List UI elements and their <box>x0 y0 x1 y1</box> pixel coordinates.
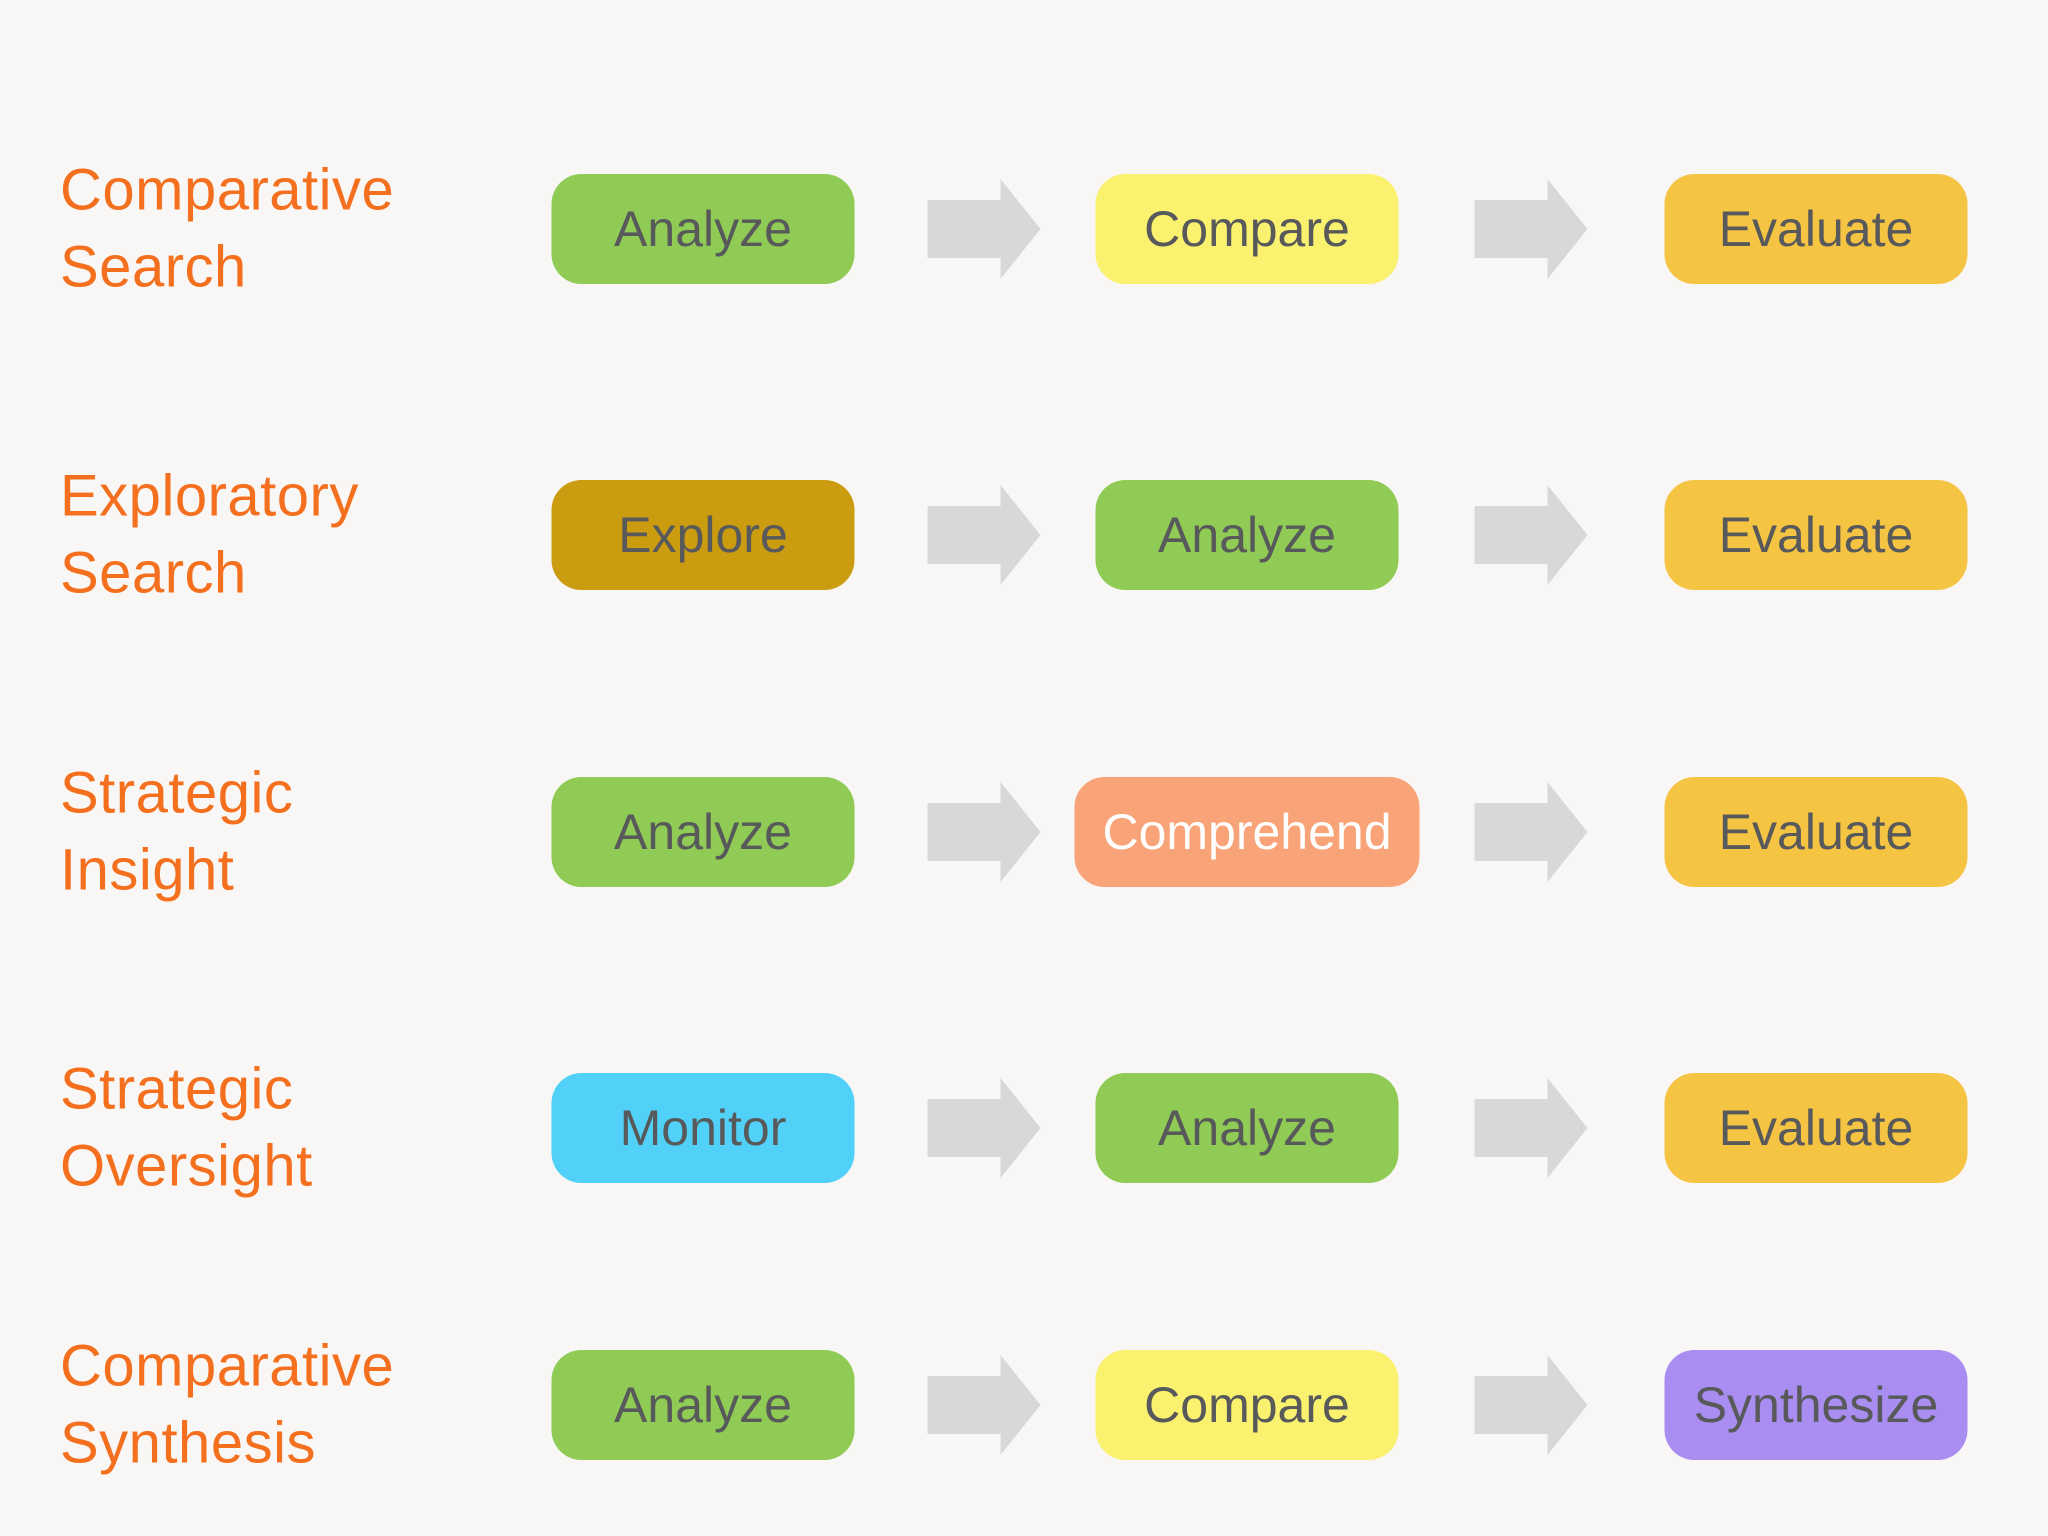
row-label: Exploratory Search <box>60 463 359 605</box>
step-box: Compare <box>1095 174 1399 284</box>
row-label: Strategic Insight <box>60 760 294 902</box>
workflow-row: Comparative Synthesis Analyze Compare Sy… <box>0 1333 2048 1475</box>
step-box: Evaluate <box>1664 480 1968 590</box>
row-label: Comparative Search <box>60 157 395 299</box>
workflow-row: Strategic Oversight Monitor Analyze Eval… <box>0 1056 2048 1198</box>
workflow-row: Strategic Insight Analyze Comprehend Eva… <box>0 760 2048 902</box>
step-box: Analyze <box>551 174 855 284</box>
step-box: Evaluate <box>1664 1073 1968 1183</box>
step-box: Analyze <box>551 1350 855 1460</box>
arrow-right-icon <box>1474 485 1588 585</box>
step-box: Explore <box>551 480 855 590</box>
arrow-right-icon <box>1474 179 1588 279</box>
step-box: Analyze <box>551 777 855 887</box>
workflow-row: Comparative Search Analyze Compare Evalu… <box>0 157 2048 299</box>
step-box: Compare <box>1095 1350 1399 1460</box>
step-box: Synthesize <box>1664 1350 1968 1460</box>
arrow-right-icon <box>1474 782 1588 882</box>
step-box: Comprehend <box>1074 777 1420 887</box>
step-box: Evaluate <box>1664 777 1968 887</box>
step-box: Analyze <box>1095 480 1399 590</box>
arrow-right-icon <box>927 1078 1041 1178</box>
arrow-right-icon <box>927 782 1041 882</box>
workflow-row: Exploratory Search Explore Analyze Evalu… <box>0 463 2048 605</box>
arrow-right-icon <box>927 1355 1041 1455</box>
arrow-right-icon <box>927 179 1041 279</box>
row-label: Strategic Oversight <box>60 1056 313 1198</box>
step-box: Evaluate <box>1664 174 1968 284</box>
arrow-right-icon <box>1474 1078 1588 1178</box>
arrow-right-icon <box>927 485 1041 585</box>
step-box: Analyze <box>1095 1073 1399 1183</box>
step-box: Monitor <box>551 1073 855 1183</box>
row-label: Comparative Synthesis <box>60 1333 395 1475</box>
arrow-right-icon <box>1474 1355 1588 1455</box>
